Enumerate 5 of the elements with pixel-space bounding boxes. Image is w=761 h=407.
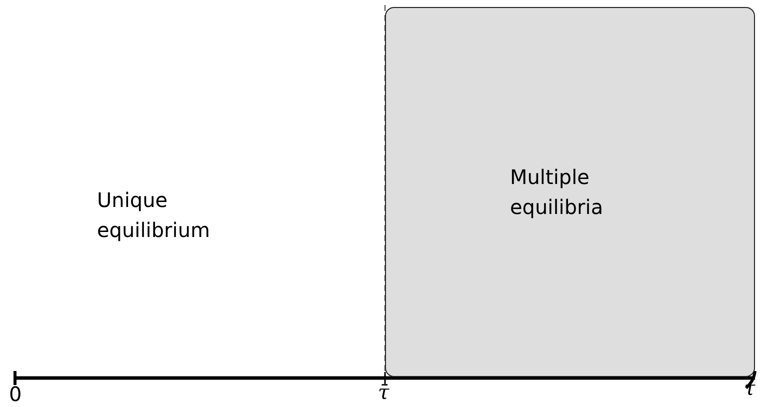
region-box: [385, 7, 755, 377]
axis-tick-label: τ̄: [378, 380, 390, 404]
axis-tick-label: 0: [9, 382, 23, 406]
region-label: Multiple equilibria: [510, 164, 604, 221]
region-label: Unique equilibrium: [97, 187, 211, 244]
